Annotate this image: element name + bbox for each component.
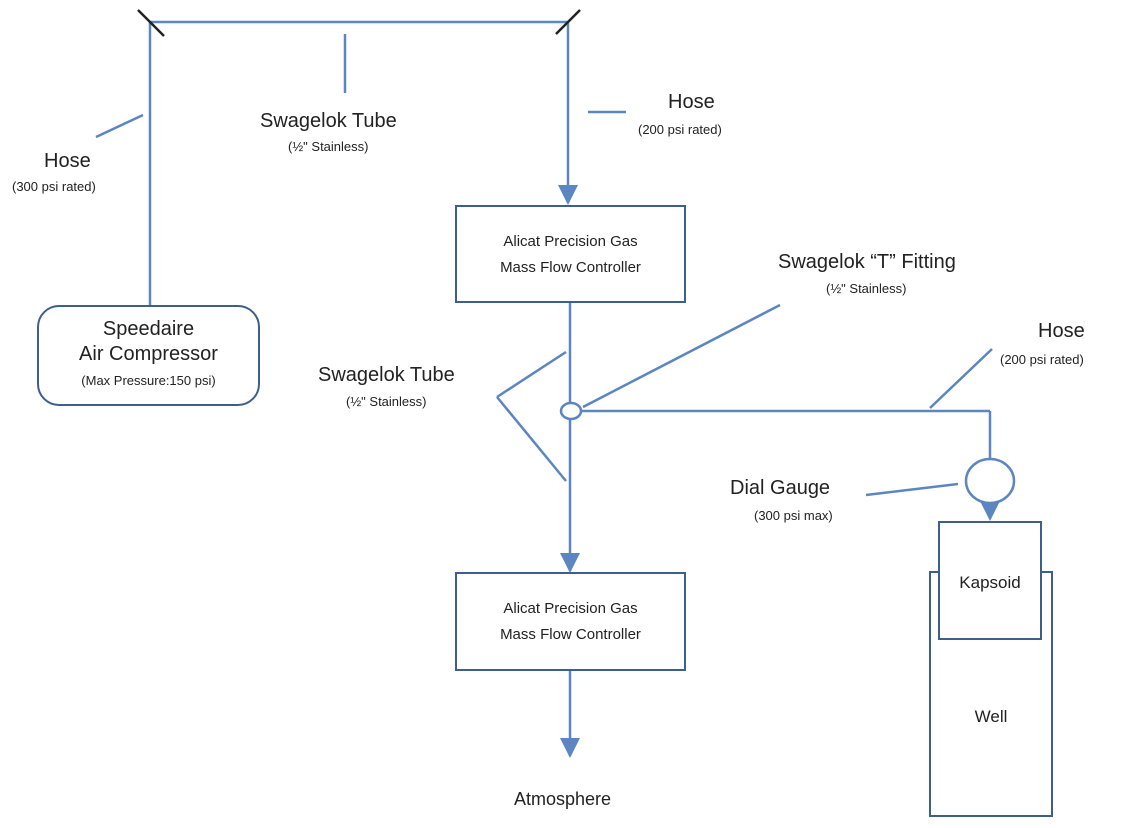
leader-tube-mid-lower — [496, 396, 567, 482]
kapsoid-label: Kapsoid — [959, 573, 1021, 592]
tube-mid-title: Swagelok Tube — [318, 364, 455, 386]
dial-gauge-spec: (300 psi max) — [754, 508, 833, 523]
well-label: Well — [974, 707, 1008, 726]
mfc-top-line2: Mass Flow Controller — [500, 259, 641, 276]
kapsoid-box — [938, 521, 1042, 640]
hose-top-title: Hose — [668, 91, 715, 113]
tube-top-spec: (½" Stainless) — [288, 139, 369, 154]
compressor-type: Air Compressor — [79, 343, 218, 365]
hose-left-rating: (300 psi rated) — [12, 179, 96, 194]
compressor-max-pressure: (Max Pressure:150 psi) — [81, 373, 216, 388]
tube-mid-spec: (½" Stainless) — [346, 394, 427, 409]
tube-top-title: Swagelok Tube — [260, 110, 397, 132]
dial-gauge-title: Dial Gauge — [730, 477, 831, 499]
hose-right-title: Hose — [1038, 320, 1085, 342]
t-fitting-title: Swagelok “T” Fitting — [778, 251, 956, 273]
hose-left-title: Hose — [44, 150, 91, 172]
leader-t-fitting — [582, 303, 781, 409]
left-valve-mark — [137, 9, 165, 37]
mass-flow-controller-top — [455, 205, 686, 303]
right-valve-mark — [555, 9, 581, 35]
t-fitting-spec: (½" Stainless) — [826, 281, 907, 296]
mfc-bottom-line1: Alicat Precision Gas — [503, 600, 638, 617]
mfc-bottom-line2: Mass Flow Controller — [500, 626, 641, 643]
mfc-top-line1: Alicat Precision Gas — [503, 233, 638, 250]
air-compressor-box — [37, 305, 260, 406]
leader-dial-gauge — [865, 482, 959, 497]
leader-hose-right — [929, 348, 993, 409]
leader-tube-mid-upper — [496, 350, 567, 399]
hose-top-rating: (200 psi rated) — [638, 122, 722, 137]
compressor-name: Speedaire — [102, 318, 195, 340]
t-fitting-circle — [559, 401, 583, 421]
hose-right-rating: (200 psi rated) — [1000, 352, 1084, 367]
dial-gauge-circle — [964, 457, 1016, 505]
mass-flow-controller-bottom — [455, 572, 686, 671]
atmosphere-label: Atmosphere — [514, 789, 612, 809]
leader-hose-left — [95, 113, 144, 139]
